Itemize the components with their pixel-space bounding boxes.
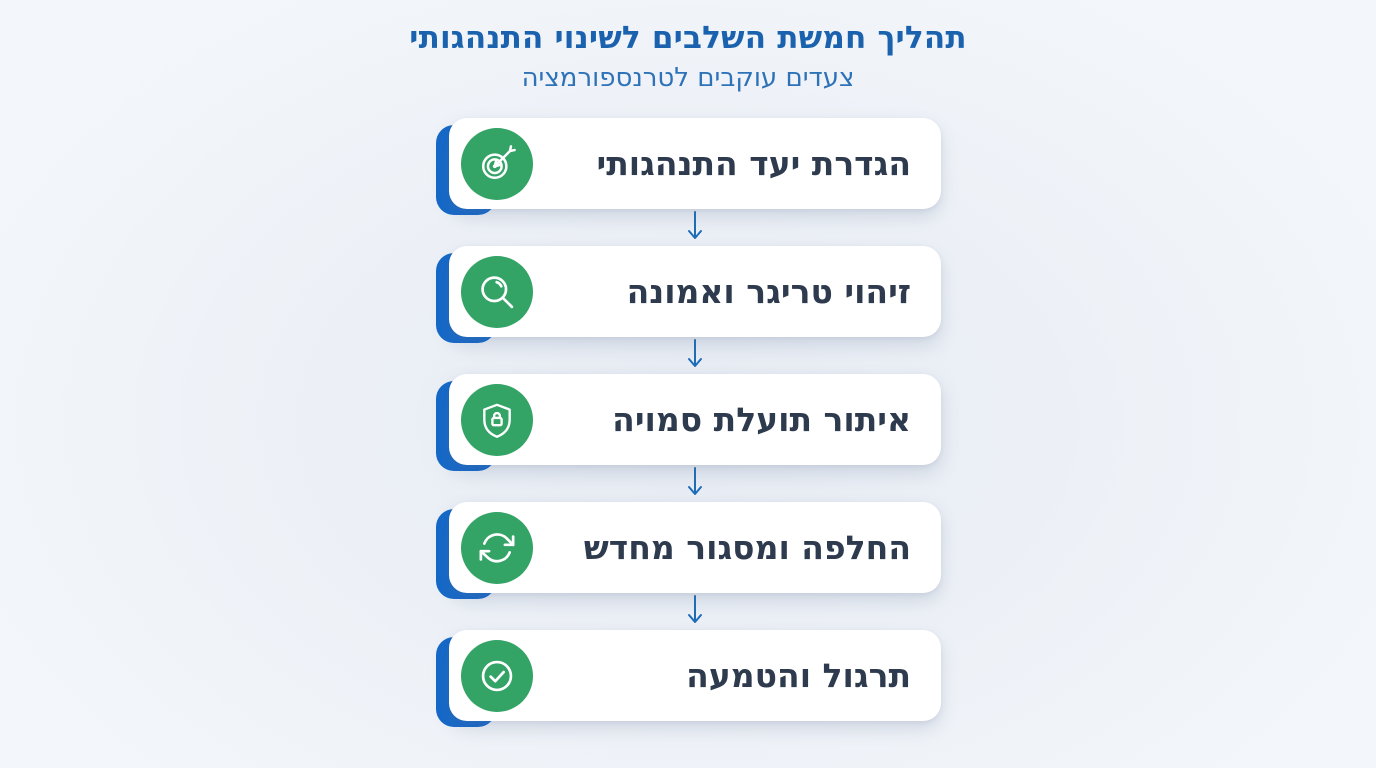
step-label: החלפה ומסגור מחדש xyxy=(583,528,911,568)
step-card-face: זיהוי טריגר ואמונה xyxy=(449,246,941,338)
magnifier-icon xyxy=(478,273,516,311)
step-icon-badge xyxy=(461,639,533,712)
process-flow: הגדרת יעד התנהגותי xyxy=(436,118,941,728)
step-card-face: תרגול והטמעה xyxy=(449,630,941,722)
step-icon-badge xyxy=(461,127,533,200)
step-card-2: זיהוי טריגר ואמונה xyxy=(436,246,941,344)
step-icon-badge xyxy=(461,383,533,456)
refresh-icon xyxy=(478,529,516,567)
step-label: תרגול והטמעה xyxy=(686,656,911,696)
step-card-face: איתור תועלת סמויה xyxy=(449,374,941,466)
shield-lock-icon xyxy=(478,401,516,439)
page-title: תהליך חמשת השלבים לשינוי התנהגותי xyxy=(409,20,967,56)
step-card-4: החלפה ומסגור מחדש xyxy=(436,502,941,600)
arrow-down-icon xyxy=(686,466,704,501)
step-label: איתור תועלת סמויה xyxy=(612,400,911,440)
step-icon-badge xyxy=(461,511,533,584)
page-subtitle: צעדים עוקבים לטרנספורמציה xyxy=(521,63,855,94)
step-card-3: איתור תועלת סמויה xyxy=(436,374,941,472)
step-icon-badge xyxy=(461,255,533,328)
flow-connector xyxy=(449,593,941,630)
flow-connector xyxy=(449,337,941,374)
flow-connector xyxy=(449,465,941,502)
step-label: זיהוי טריגר ואמונה xyxy=(626,272,911,312)
flow-connector xyxy=(449,209,941,246)
step-card-face: הגדרת יעד התנהגותי xyxy=(449,118,941,210)
arrow-down-icon xyxy=(686,594,704,629)
step-label: הגדרת יעד התנהגותי xyxy=(596,144,911,184)
step-card-5: תרגול והטמעה xyxy=(436,630,941,728)
header: תהליך חמשת השלבים לשינוי התנהגותי צעדים … xyxy=(0,0,1376,94)
check-circle-icon xyxy=(478,657,516,695)
step-card-1: הגדרת יעד התנהגותי xyxy=(436,118,941,216)
target-icon xyxy=(478,145,516,183)
arrow-down-icon xyxy=(686,338,704,373)
arrow-down-icon xyxy=(686,210,704,245)
step-card-face: החלפה ומסגור מחדש xyxy=(449,502,941,594)
